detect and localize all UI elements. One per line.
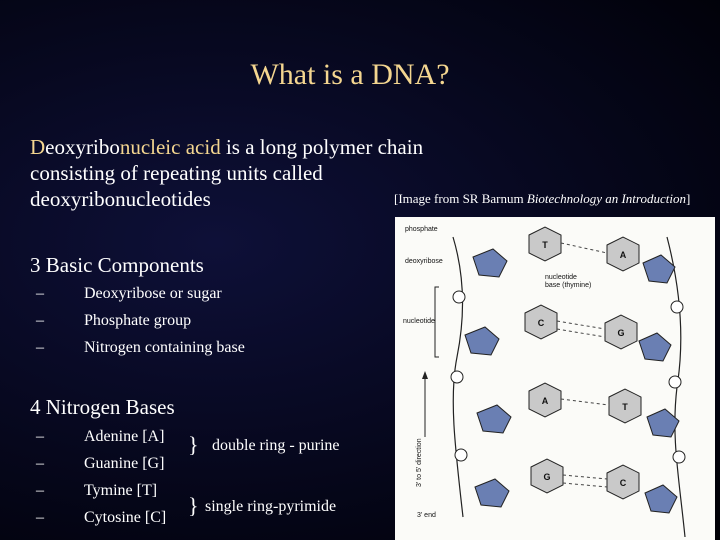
slide-title: What is a DNA? [250, 58, 450, 91]
base-letter-right: G [617, 328, 624, 338]
label-nucleotide: nucleotide [403, 318, 435, 325]
sugar-pentagon [476, 404, 512, 434]
label-nucleotide-base-2: base (thymine) [545, 282, 591, 289]
base-ring [528, 226, 562, 262]
base-ring [524, 304, 558, 340]
intro-text-3: is a long polymer chain consisting of re… [30, 135, 424, 211]
base-ring [530, 458, 564, 494]
phosphate-groups [450, 290, 686, 464]
base-letter-left: T [542, 240, 548, 250]
label-direction: 3' to 5' direction [416, 438, 423, 487]
bullet-dash: – [36, 428, 44, 445]
components-heading: 3 Basic Components [30, 253, 204, 277]
base-ring [608, 388, 642, 424]
bullet-dash: – [36, 312, 44, 329]
sugar-pentagon [472, 248, 508, 278]
nucleotide-bracket [434, 286, 439, 358]
sugar-pentagon [474, 478, 510, 508]
base-ring [606, 464, 640, 500]
left-backbone-line [452, 236, 464, 518]
direction-arrowhead [422, 371, 428, 379]
base-letter-left: C [538, 318, 545, 328]
image-caption: [Image from SR Barnum Biotechnology an I… [394, 191, 690, 207]
purine-label: double ring - purine [212, 437, 340, 454]
pyrimidine-label: single ring-pyrimide [205, 498, 337, 515]
base-letter-right: T [622, 402, 628, 412]
bullet-dash: – [36, 482, 44, 499]
base-label: Cytosine [C] [84, 509, 167, 526]
intro-text-1: eoxyribo [45, 135, 120, 159]
intro-highlight-acid: acid [185, 135, 221, 159]
label-3-end: 3' end [417, 512, 436, 519]
sugar-pentagon [646, 408, 680, 438]
base-label: Adenine [A] [84, 428, 165, 445]
sugar-pentagon [638, 332, 672, 362]
list-item: – Guanine [G] [36, 450, 166, 477]
list-item: – Adenine [A] [36, 423, 166, 450]
sugar-pentagon [642, 254, 676, 284]
pyrimidine-brace: } [188, 493, 199, 518]
purine-brace: } [188, 432, 199, 457]
bases-heading: 4 Nitrogen Bases [30, 395, 175, 419]
component-label: Phosphate group [84, 312, 192, 329]
list-item: – Deoxyribose or sugar [36, 280, 245, 307]
bases-list: – Adenine [A] – Guanine [G] – Tymine [T] – C… [36, 423, 166, 531]
bullet-dash: – [36, 509, 44, 526]
label-nucleotide-base: nucleotide [545, 274, 577, 281]
sugar-pentagon [464, 326, 500, 356]
sugar-pentagon [644, 484, 678, 514]
components-list: – Deoxyribose or sugar – Phosphate group –… [36, 280, 245, 361]
base-letter-left: G [543, 472, 550, 482]
base-label: Guanine [G] [84, 455, 165, 472]
intro-paragraph: Deoxyribonucleic acid is a long polymer … [30, 134, 450, 212]
dna-structure-figure: T C A G A G T C phosphate deoxyribose nu… [395, 217, 715, 540]
base-letter-right: C [620, 478, 627, 488]
hydrogen-bonds [556, 242, 610, 488]
intro-highlight-d: D [30, 135, 46, 159]
list-item: – Cytosine [C] [36, 504, 166, 531]
base-letter-left: A [542, 396, 549, 406]
base-ring [604, 314, 638, 350]
component-label: Deoxyribose or sugar [84, 285, 222, 302]
list-item: – Tymine [T] [36, 477, 166, 504]
caption-suffix: ] [685, 191, 691, 206]
base-ring [606, 236, 640, 272]
caption-book-title: Biotechnology an Introduction [526, 191, 686, 206]
base-label: Tymine [T] [84, 482, 158, 499]
base-ring [528, 382, 562, 418]
intro-highlight-nucleic: nucleic [119, 135, 181, 159]
list-item: – Nitrogen containing base [36, 334, 245, 361]
bullet-dash: – [36, 285, 44, 302]
label-phosphate: phosphate [405, 226, 438, 233]
bullet-dash: – [36, 339, 44, 356]
bullet-dash: – [36, 455, 44, 472]
caption-prefix: [Image from SR Barnum [394, 191, 527, 206]
dna-structure-diagram: T C A G A G T C phosphate deoxyribose nu… [403, 226, 686, 538]
base-letter-right: A [620, 250, 627, 260]
list-item: – Phosphate group [36, 307, 245, 334]
component-label: Nitrogen containing base [84, 339, 245, 356]
label-deoxyribose: deoxyribose [405, 258, 443, 265]
